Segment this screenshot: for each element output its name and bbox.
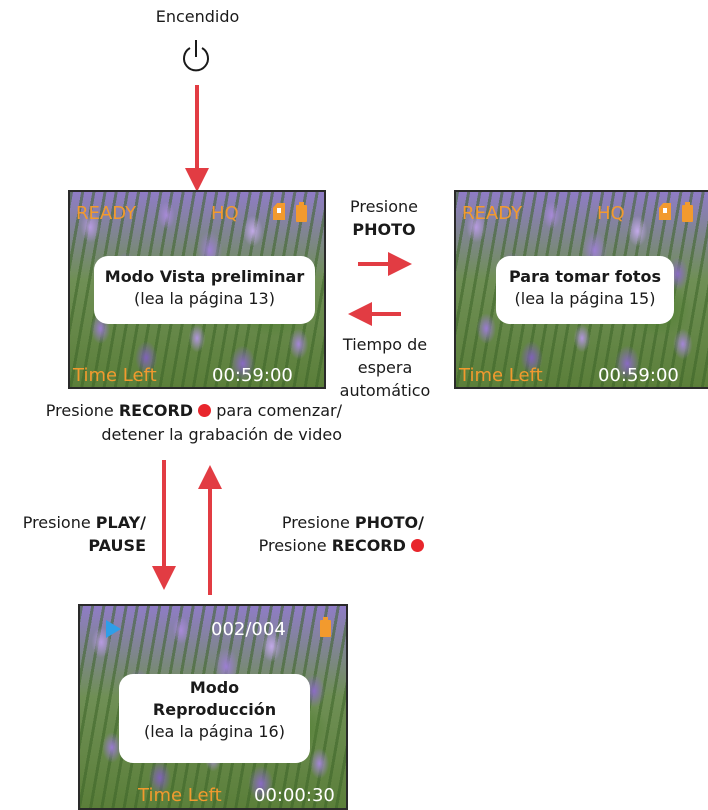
record-prefix: Presione: [45, 401, 114, 420]
photo-screen: READY HQ Para tomar fotos (lea la página…: [454, 190, 708, 389]
power-icon: [183, 40, 209, 72]
back-prefix-1: Presione: [281, 513, 350, 532]
quality-indicator: HQ: [211, 203, 239, 224]
time-left-label: Time Left: [459, 365, 543, 386]
battery-icon: [320, 617, 331, 637]
playback-mode-title-line2: Reproducción: [152, 700, 277, 719]
preview-mode-card: Modo Vista preliminar (lea la página 13): [94, 256, 315, 324]
record-dot-icon: [198, 404, 212, 417]
photo-mode-card: Para tomar fotos (lea la página 15): [496, 256, 674, 324]
power-label: Encendido: [155, 7, 240, 26]
back-photo-key: PHOTO/: [354, 513, 424, 532]
time-left-value: 00:00:30: [254, 785, 335, 806]
press-photo-label: Presione PHOTO: [328, 197, 440, 240]
back-to-preview-label: Presione PHOTO/ Presione RECORD: [224, 513, 424, 556]
photo-mode-subtitle: (lea la página 15): [514, 289, 656, 308]
ready-status: READY: [76, 203, 137, 224]
record-suffix: para comenzar/: [216, 401, 342, 420]
quality-indicator: HQ: [597, 203, 625, 224]
timeout-label: Tiempo de espera automático: [330, 335, 440, 401]
file-counter: 002/004: [211, 619, 286, 640]
photo-mode-title: Para tomar fotos: [508, 267, 662, 286]
record-dot-icon: [411, 539, 424, 552]
time-left-label: Time Left: [138, 785, 222, 806]
sd-card-icon: [273, 203, 285, 220]
play-pause-label: Presione PLAY/ PAUSE: [0, 513, 146, 556]
back-record-key: RECORD: [331, 536, 406, 555]
time-left-label: Time Left: [73, 365, 157, 386]
time-left-value: 00:59:00: [598, 365, 679, 386]
preview-mode-title: Modo Vista preliminar: [104, 267, 305, 286]
sd-card-icon: [659, 203, 671, 220]
photo-key: PHOTO: [352, 220, 416, 239]
play-prefix: Presione: [22, 513, 91, 532]
play-icon: [106, 620, 121, 638]
battery-icon: [296, 202, 307, 222]
battery-icon: [682, 202, 693, 222]
timeout-line2: espera: [357, 358, 413, 377]
back-prefix-2: Presione: [258, 536, 327, 555]
time-left-value: 00:59:00: [212, 365, 293, 386]
playback-mode-subtitle: (lea la página 16): [144, 722, 285, 741]
preview-screen: READY HQ Modo Vista preliminar (lea la p…: [68, 190, 326, 389]
record-label: Presione RECORD para comenzar/ detener l…: [0, 401, 342, 445]
record-line2: detener la grabación de video: [101, 425, 342, 444]
timeout-line1: Tiempo de: [342, 335, 428, 354]
pause-key: PAUSE: [88, 536, 146, 555]
press-photo-prefix: Presione: [350, 197, 418, 216]
playback-screen: 002/004 Modo Reproducción (lea la página…: [78, 604, 348, 810]
record-key: RECORD: [118, 401, 194, 420]
play-key: PLAY/: [95, 513, 146, 532]
timeout-line3: automático: [339, 381, 431, 400]
preview-mode-subtitle: (lea la página 13): [134, 289, 275, 308]
playback-mode-title-line1: Modo: [189, 678, 240, 697]
ready-status: READY: [462, 203, 523, 224]
playback-mode-card: Modo Reproducción (lea la página 16): [119, 674, 310, 763]
